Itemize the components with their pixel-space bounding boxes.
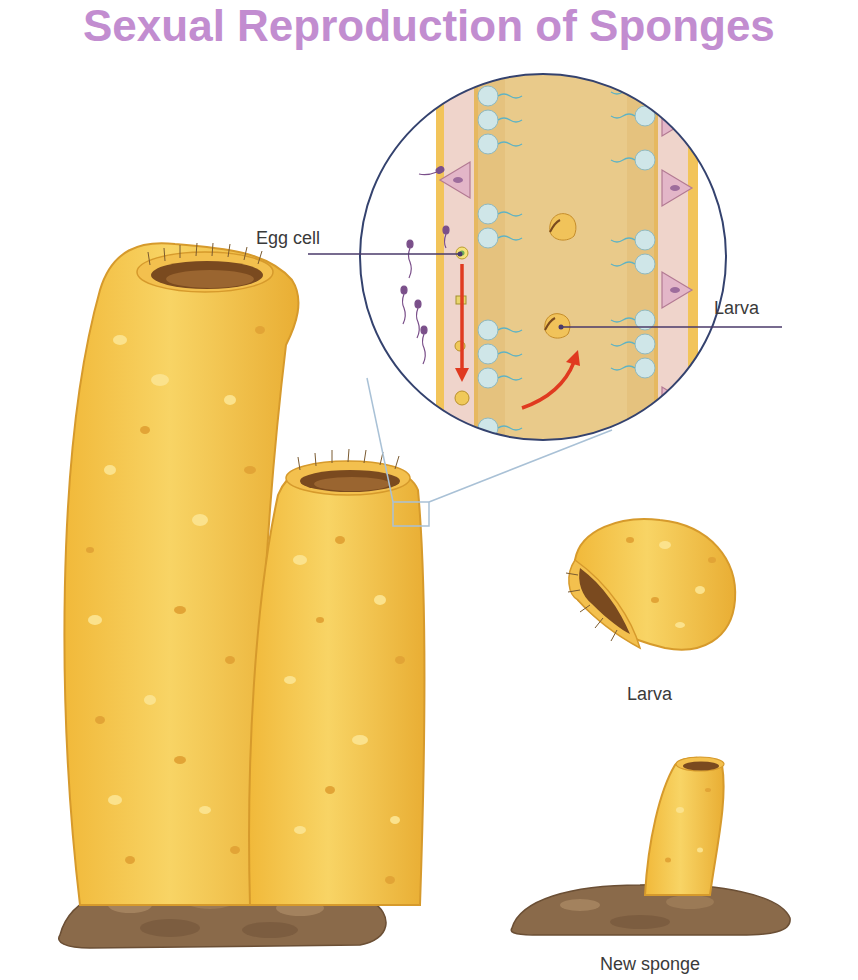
- zoom-circle: [360, 60, 726, 460]
- part-label: Egg cell: [256, 228, 320, 250]
- larva-figure: [566, 519, 735, 650]
- part-label: Larva: [627, 684, 672, 706]
- part-label: New sponge: [600, 954, 700, 976]
- diagram-title: Sexual Reproduction of Sponges: [83, 2, 775, 50]
- leader-line: [308, 252, 463, 257]
- new-sponge-figure: [511, 757, 790, 935]
- leader-line: [559, 325, 783, 330]
- parent-sponge: [249, 449, 425, 905]
- part-label: Larva: [714, 298, 759, 320]
